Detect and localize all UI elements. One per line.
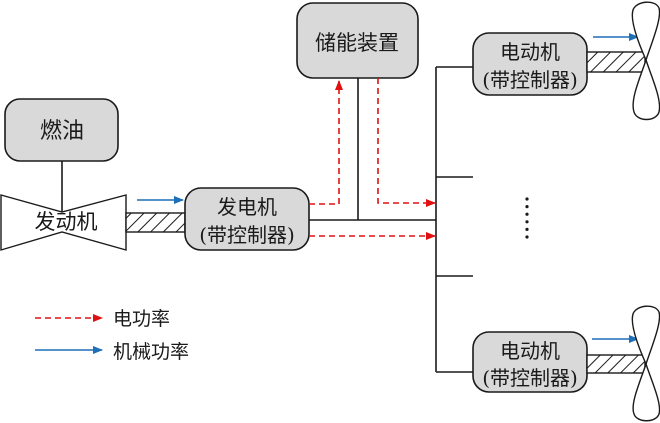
- ellipsis-dot: [525, 212, 529, 216]
- fuel-node: 燃油: [4, 98, 119, 162]
- engine-shaft: [125, 212, 186, 233]
- engine-symbol: [0, 194, 127, 251]
- engine-label: 发动机: [35, 210, 98, 234]
- motor-top-node: 电动机 (带控制器): [472, 32, 588, 96]
- motor-bottom-label-1: 电动机: [500, 339, 560, 363]
- storage-node: 储能装置: [296, 2, 419, 79]
- motor-top-label-2: (带控制器): [482, 68, 578, 92]
- legend: 电功率 机械功率: [35, 308, 189, 363]
- generator-label-2: (带控制器): [199, 223, 295, 247]
- ellipsis-dot: [525, 205, 529, 209]
- motor-top-label-1: 电动机: [500, 40, 560, 64]
- propeller-bottom-icon: [631, 305, 660, 422]
- ellipsis-dot: [525, 197, 529, 201]
- legend-item-electric: 电功率: [35, 308, 170, 330]
- ellipsis-dot: [525, 235, 529, 239]
- storage-to-bus-elec-arrow: [377, 78, 436, 207]
- ellipsis-dot: [525, 220, 529, 224]
- fuel-label: 燃油: [40, 119, 84, 144]
- engine-node: 发动机: [0, 194, 127, 251]
- motor-top-shaft: [586, 51, 646, 73]
- more-motors-ellipsis: [525, 197, 529, 239]
- legend-mechanical-label: 机械功率: [113, 341, 189, 363]
- generator-box: [184, 187, 310, 251]
- motor-bottom-node: 电动机 (带控制器): [472, 331, 588, 393]
- propeller-top-icon: [631, 1, 660, 121]
- motor-bottom-shaft: [586, 354, 646, 374]
- legend-item-mechanical: 机械功率: [35, 341, 189, 363]
- storage-label: 储能装置: [315, 31, 399, 55]
- legend-electric-label: 电功率: [113, 308, 170, 330]
- generator-to-storage-elec-arrow: [309, 80, 343, 205]
- generator-label-1: 发电机: [217, 195, 277, 219]
- ellipsis-dot: [525, 227, 529, 231]
- motor-bottom-label-2: (带控制器): [482, 366, 578, 390]
- generator-node: 发电机 (带控制器): [184, 187, 310, 251]
